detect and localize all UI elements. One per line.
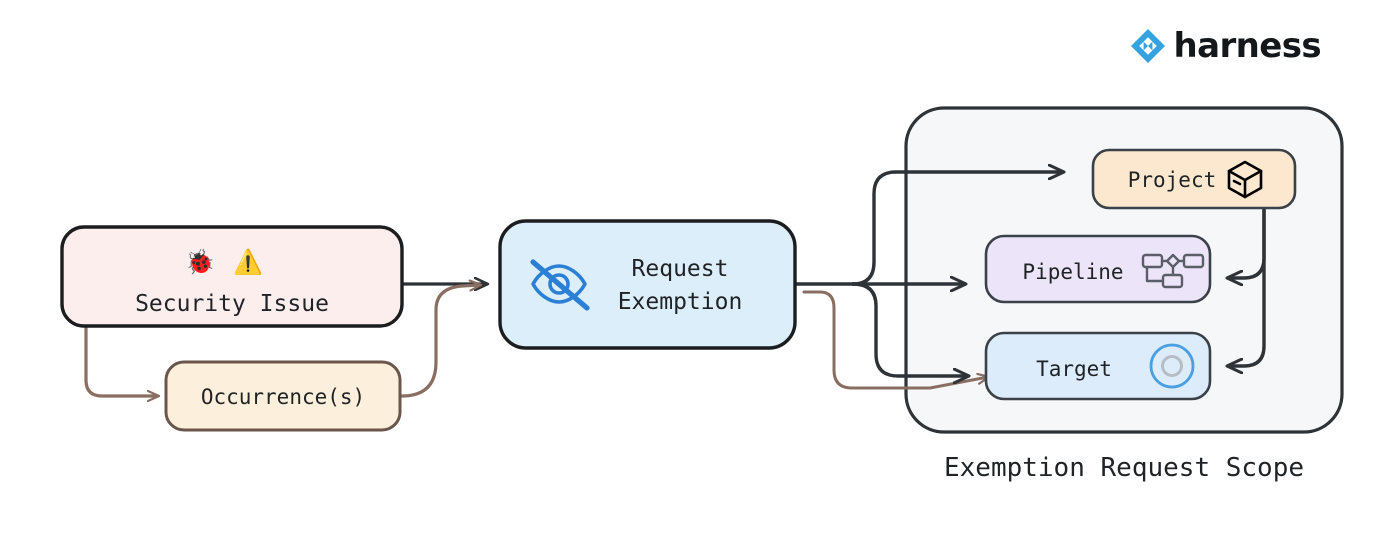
eye-off-icon — [530, 259, 590, 311]
node-target-label: Target — [1036, 357, 1112, 381]
node-security-issue-label: Security Issue — [135, 291, 329, 317]
edge-request-to-target — [851, 282, 968, 376]
edge-project-to-target — [1228, 206, 1266, 366]
bug-icon: 🐞 — [185, 248, 215, 276]
node-occurrences-label: Occurrence(s) — [201, 385, 365, 409]
node-pipeline[interactable]: Pipeline — [984, 234, 1212, 304]
edge-occurrences-to-request — [400, 285, 480, 398]
edge-occurrences-to-target — [802, 290, 988, 390]
warning-triangle-icon: ⚠️ — [233, 248, 263, 276]
target-circles-icon — [1149, 343, 1195, 389]
scope-caption: Exemption Request Scope — [944, 453, 1304, 483]
node-security-issue[interactable]: 🐞 ⚠️ Security Issue — [60, 225, 404, 328]
node-request-exemption-label-line1: Request — [632, 256, 729, 282]
node-project-label: Project — [1128, 168, 1217, 192]
harness-brand-logo: harness — [1129, 26, 1322, 66]
edge-request-to-project — [851, 172, 1063, 286]
pipeline-nodes-icon — [1141, 253, 1205, 289]
edge-layer — [84, 172, 1266, 398]
node-target[interactable]: Target — [984, 331, 1212, 401]
node-pipeline-label: Pipeline — [1022, 260, 1123, 284]
node-project[interactable]: Project — [1091, 148, 1297, 210]
node-request-exemption[interactable]: Request Exemption — [498, 219, 797, 350]
edge-security-to-occurrences — [84, 324, 158, 396]
cube-icon — [1227, 160, 1263, 199]
node-occurrences[interactable]: Occurrence(s) — [164, 360, 402, 432]
harness-brand-name: harness — [1173, 26, 1322, 66]
harness-diamond-logo-icon — [1130, 29, 1165, 63]
node-request-exemption-label-line2: Exemption — [618, 289, 743, 315]
